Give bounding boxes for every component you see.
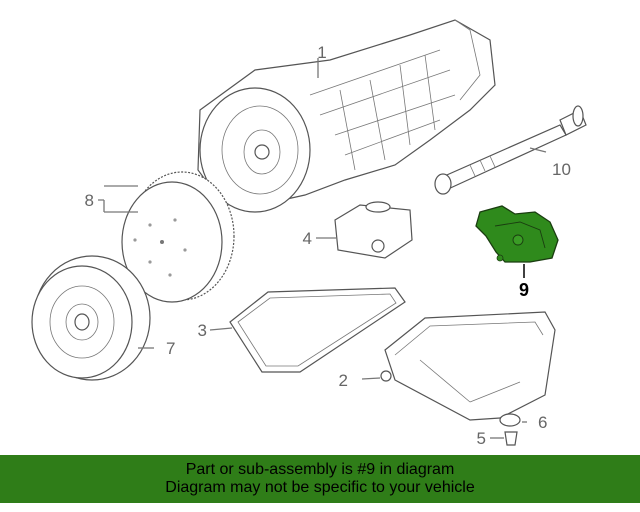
oil-pan-drawing bbox=[380, 311, 556, 421]
callout-1: 1 bbox=[317, 43, 326, 62]
neutral-safety-switch-highlighted[interactable] bbox=[475, 205, 559, 263]
filter-drawing bbox=[334, 201, 413, 259]
callout-10: 10 bbox=[552, 160, 571, 179]
banner-line-1: Part or sub-assembly is #9 in diagram bbox=[185, 461, 455, 478]
callout-8: 8 bbox=[85, 191, 94, 210]
callout-9: 9 bbox=[519, 280, 529, 300]
flexplate-drawing bbox=[121, 171, 235, 303]
parts-diagram: 1 2 3 4 5 6 7 8 9 10 bbox=[31, 19, 587, 448]
callout-4: 4 bbox=[303, 229, 312, 248]
callout-5: 5 bbox=[477, 429, 486, 448]
callout-3: 3 bbox=[198, 321, 207, 340]
leader-lines bbox=[98, 58, 547, 439]
callout-2: 2 bbox=[339, 371, 348, 390]
seal-and-plug-drawing bbox=[499, 413, 521, 446]
drive-shaft-drawing bbox=[434, 105, 587, 195]
info-banner: Part or sub-assembly is #9 in diagram Di… bbox=[0, 455, 640, 503]
torque-converter-drawing bbox=[31, 255, 151, 381]
banner-line-2: Diagram may not be specific to your vehi… bbox=[165, 479, 475, 496]
transmission-drawing bbox=[197, 19, 496, 213]
pan-gasket-drawing bbox=[229, 287, 406, 373]
callout-6: 6 bbox=[538, 413, 547, 432]
callout-7: 7 bbox=[166, 339, 175, 358]
